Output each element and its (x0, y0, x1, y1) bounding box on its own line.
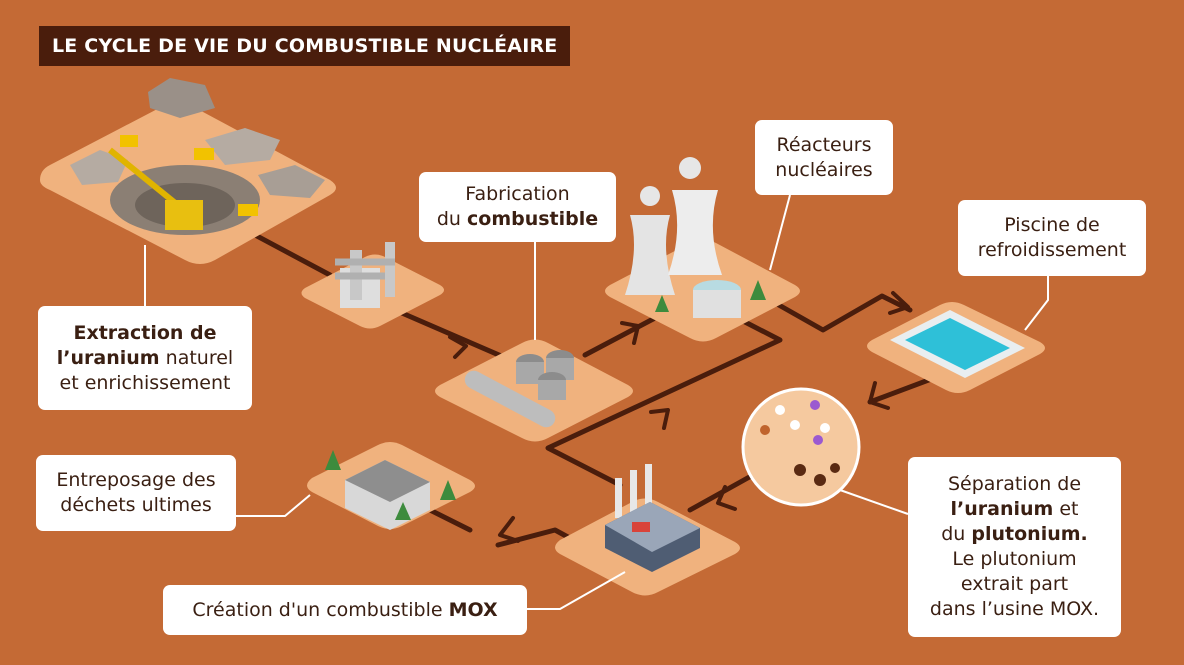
label-extraction-bold2: l’uranium (56, 346, 160, 369)
excavator-body (165, 200, 203, 230)
tile-fuel (435, 339, 633, 442)
rock (70, 150, 128, 185)
arrow-head (498, 516, 520, 543)
fuel-pellet (538, 380, 566, 400)
particle (820, 423, 830, 433)
particle (790, 420, 800, 430)
steam (679, 157, 701, 179)
connector-entreposage (236, 494, 311, 517)
label-entreposage: Entreposage des déchets ultimes (36, 455, 236, 531)
plant-tower (385, 242, 395, 297)
particle (810, 400, 820, 410)
label-connectors (144, 194, 1049, 610)
label-mox: Création d'un combustible MOX (163, 585, 527, 635)
connector-piscine (1024, 276, 1049, 331)
label-fabrication-bold2: combustible (467, 208, 599, 230)
label-entreposage-line2: déchets ultimes (60, 494, 212, 516)
rock (205, 128, 280, 165)
label-extraction-line3: et enrichissement (59, 371, 231, 394)
label-separation-pre3: du (941, 523, 972, 545)
flow-fuel-to-reactor (582, 315, 658, 358)
mox-plant-illustration (605, 464, 700, 572)
connector-separation (839, 489, 909, 515)
flow-reactor-to-pool (767, 293, 913, 333)
label-reacteurs-line2: nucléaires (775, 158, 873, 181)
label-separation-line6: dans l’usine MOX. (929, 598, 1100, 620)
particle (775, 405, 785, 415)
separation-illustration (741, 387, 861, 507)
reactor-building (693, 290, 741, 318)
chimney (630, 470, 637, 515)
arrow-head (888, 291, 910, 315)
steam (640, 186, 660, 206)
particle (814, 474, 826, 486)
pool-illustration (890, 310, 1025, 378)
cooling-tower (625, 215, 675, 295)
reactor-illustration (625, 157, 766, 318)
fuel-illustration (464, 350, 574, 428)
fuel-pellet (516, 362, 544, 384)
label-reacteurs: Réacteurs nucléaires (755, 120, 893, 195)
mox-roof (605, 502, 700, 552)
particle (794, 464, 806, 476)
flow-mine-to-factory (252, 232, 333, 278)
label-extraction-bold: Extraction de (73, 321, 217, 344)
arrow-head (620, 321, 640, 345)
arrow-head (649, 408, 670, 430)
arrow-head (716, 485, 737, 511)
truck (238, 204, 258, 216)
label-separation-line4: Le plutonium (952, 548, 1077, 570)
plant-pipe (335, 258, 395, 280)
mine-illustration (70, 78, 325, 235)
label-entreposage-line1: Entreposage des (56, 469, 216, 491)
label-extraction-rest2: naturel (159, 346, 234, 369)
chimney (615, 478, 622, 518)
separation-circle (741, 387, 861, 507)
flow-arrows (448, 291, 910, 543)
label-separation-line5: extrait part (960, 573, 1069, 595)
truck (194, 148, 214, 160)
label-piscine-line1: Piscine de (1004, 214, 1100, 236)
label-fabrication-line1: Fabrication (465, 183, 570, 205)
label-separation-bold3: plutonium. (971, 523, 1088, 545)
tree (655, 280, 766, 312)
label-separation: Séparation de l’uranium et du plutonium.… (908, 457, 1121, 637)
flow-mox-to-reactor (545, 319, 783, 488)
connector-mox (527, 571, 626, 610)
rock (148, 78, 215, 118)
chimney (645, 464, 652, 512)
flow-storage-to-label (427, 507, 473, 533)
connector-reacteurs (769, 194, 791, 271)
fuel-rod (464, 370, 556, 428)
particle (760, 425, 770, 435)
flow-factory-to-fuel (392, 307, 518, 365)
arrow-head (868, 381, 890, 410)
label-fabrication-pre2: du (436, 208, 467, 230)
conversion-plant-illustration (335, 242, 395, 308)
particle (830, 463, 840, 473)
label-mox-pre: Création d'un combustible (192, 598, 449, 621)
label-reacteurs-line1: Réacteurs (776, 133, 872, 156)
rock (258, 165, 325, 198)
page-title: LE CYCLE DE VIE DU COMBUSTIBLE NUCLÉAIRE (39, 26, 571, 66)
arrow-head (448, 335, 468, 359)
mox-roof-box (632, 522, 650, 532)
label-separation-bold2: l’uranium (950, 498, 1054, 520)
label-extraction: Extraction de l’uranium naturel et enric… (38, 306, 252, 410)
label-separation-line1: Séparation de (947, 473, 1082, 495)
storage-illustration (325, 450, 456, 530)
pool-water (905, 318, 1010, 370)
label-piscine-line2: refroidissement (977, 239, 1127, 261)
warehouse-roof (345, 460, 430, 502)
truck (120, 135, 138, 147)
particle (813, 435, 823, 445)
label-piscine: Piscine de refroidissement (958, 200, 1146, 276)
label-fabrication: Fabrication du combustible (419, 172, 616, 242)
label-separation-rest2: et (1053, 498, 1079, 520)
label-mox-bold: MOX (448, 598, 498, 621)
cooling-tower (668, 190, 722, 275)
